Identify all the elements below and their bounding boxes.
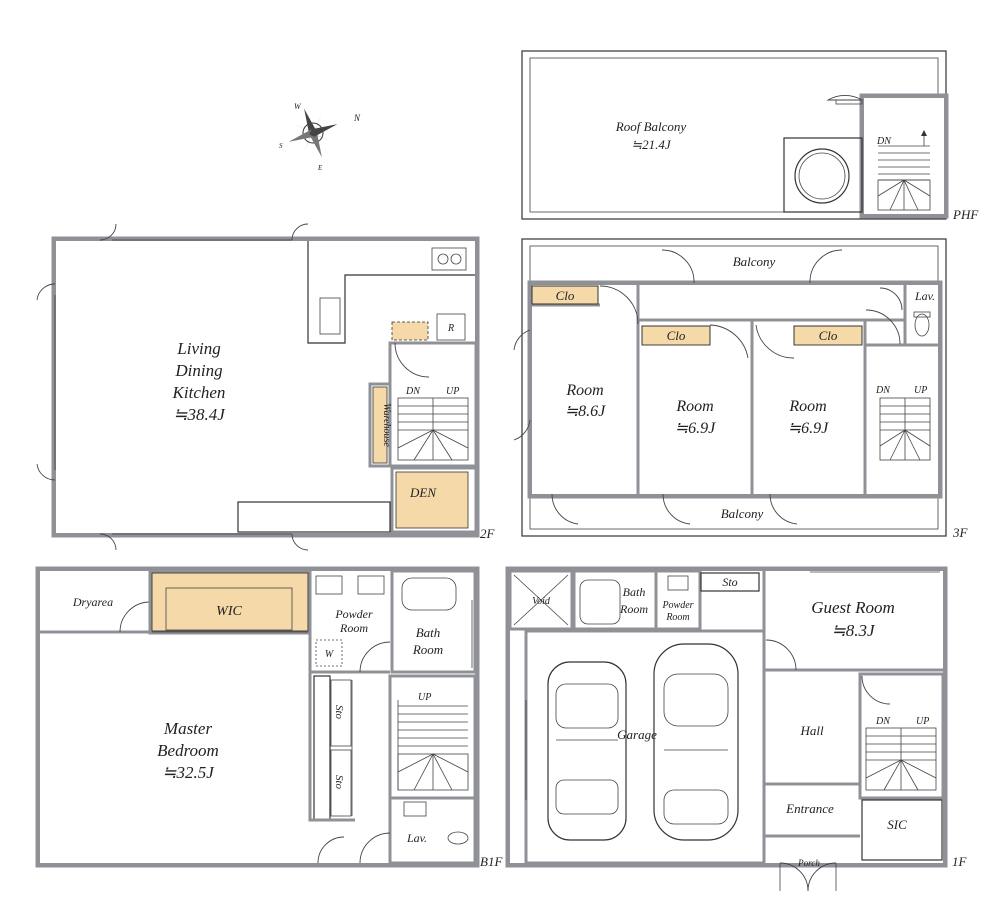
floor-label-phf: PHF	[952, 207, 979, 222]
void-label: Void	[532, 596, 551, 607]
room-3-size: ≒6.9J	[788, 420, 829, 437]
stairs-2f-up: UP	[446, 386, 459, 397]
porch-label: Porch	[797, 858, 820, 868]
car-left	[547, 661, 627, 841]
warehouse-label: Warehouse	[381, 403, 392, 447]
clo-2-label: Clo	[667, 328, 686, 343]
washer-label: W	[325, 649, 335, 660]
lav-b1f-label: Lav.	[406, 831, 427, 845]
bath-b1f-label-2: Room	[412, 642, 443, 657]
dryarea-label: Dryarea	[72, 595, 113, 609]
entrance-label: Entrance	[785, 801, 834, 816]
compass-north: N	[353, 113, 361, 123]
master-size: ≒32.5J	[162, 763, 215, 782]
powder-1f-label-2: Room	[665, 612, 689, 623]
compass-west: W	[294, 102, 302, 111]
stairs-1f-up: UP	[916, 716, 929, 727]
powder-b1f-label-1: Powder	[334, 607, 373, 621]
sto-1f-label: Sto	[722, 575, 737, 589]
room-1-label: Room	[565, 382, 603, 399]
stairs-b1f	[397, 700, 469, 791]
master-label-2: Bedroom	[157, 741, 219, 760]
compass-rose	[288, 108, 338, 158]
stairs-phf	[877, 130, 931, 211]
wic-label: WIC	[216, 604, 242, 619]
balcony-bottom-label: Balcony	[721, 506, 764, 521]
floor-2f: DN UP Warehouse DEN R Living Dining Kitc…	[36, 223, 496, 551]
fridge-label: R	[447, 323, 454, 334]
room-2-size: ≒6.9J	[675, 420, 716, 437]
stairs-2f-dn: DN	[405, 386, 421, 397]
sto-2-label: Sto	[333, 775, 345, 790]
room-1-size: ≒8.6J	[565, 403, 606, 420]
balcony-top-label: Balcony	[733, 254, 776, 269]
lav-3f-label: Lav.	[914, 289, 935, 303]
compass-south: S	[279, 142, 283, 150]
den-label: DEN	[409, 485, 437, 500]
floor-label-3f: 3F	[952, 525, 969, 540]
car-right	[653, 643, 739, 841]
floor-label-1f: 1F	[952, 854, 968, 869]
bath-1f-label-2: Room	[619, 602, 648, 616]
clo-3-label: Clo	[819, 328, 838, 343]
powder-1f-label-1: Powder	[661, 600, 693, 611]
roof-balcony-label: Roof Balcony	[615, 119, 687, 134]
powder-b1f-label-2: Room	[339, 621, 368, 635]
guest-room-label: Guest Room	[811, 598, 895, 617]
stairs-3f-up: UP	[914, 385, 927, 396]
hall-label: Hall	[799, 723, 824, 738]
stairs-1f-dn: DN	[875, 716, 891, 727]
ldk-size: ≒38.4J	[173, 405, 226, 424]
sic-label: SIC	[887, 817, 907, 832]
sto-1-label: Sto	[333, 705, 345, 720]
floor-b1f: UP Dryarea WIC Powder Room W Bath Room S…	[35, 566, 503, 869]
ldk-label-3: Kitchen	[172, 383, 226, 402]
floor-phf: DN Roof Balcony ≒21.4J PHF	[521, 50, 979, 222]
stairs-1f	[865, 727, 937, 791]
room-2-label: Room	[675, 398, 713, 415]
floor-label-2f: 2F	[480, 526, 496, 541]
stairs-phf-dn: DN	[876, 136, 892, 147]
ldk-label-2: Dining	[174, 361, 222, 380]
floor-3f: DN UP Balcony Balcony Clo Clo Clo Lav. R…	[513, 238, 969, 540]
garage-label: Garage	[617, 727, 657, 742]
stairs-3f	[879, 397, 931, 461]
master-label-1: Master	[163, 719, 213, 738]
room-3-label: Room	[788, 398, 826, 415]
stairs-3f-dn: DN	[875, 385, 891, 396]
stairs-2f	[397, 397, 469, 461]
roof-balcony-size: ≒21.4J	[631, 137, 672, 152]
floor-label-b1f: B1F	[480, 854, 503, 869]
bath-b1f-label-1: Bath	[416, 625, 441, 640]
clo-1-label: Clo	[556, 288, 575, 303]
bath-1f-label-1: Bath	[623, 585, 646, 599]
ldk-label-1: Living	[176, 339, 220, 358]
compass-east: E	[317, 164, 323, 172]
guest-room-size: ≒8.3J	[831, 621, 876, 640]
floor-1f: DN UP Void Bath Room Powder Room Sto Gue…	[505, 566, 968, 892]
stairs-b1f-up: UP	[418, 692, 431, 703]
